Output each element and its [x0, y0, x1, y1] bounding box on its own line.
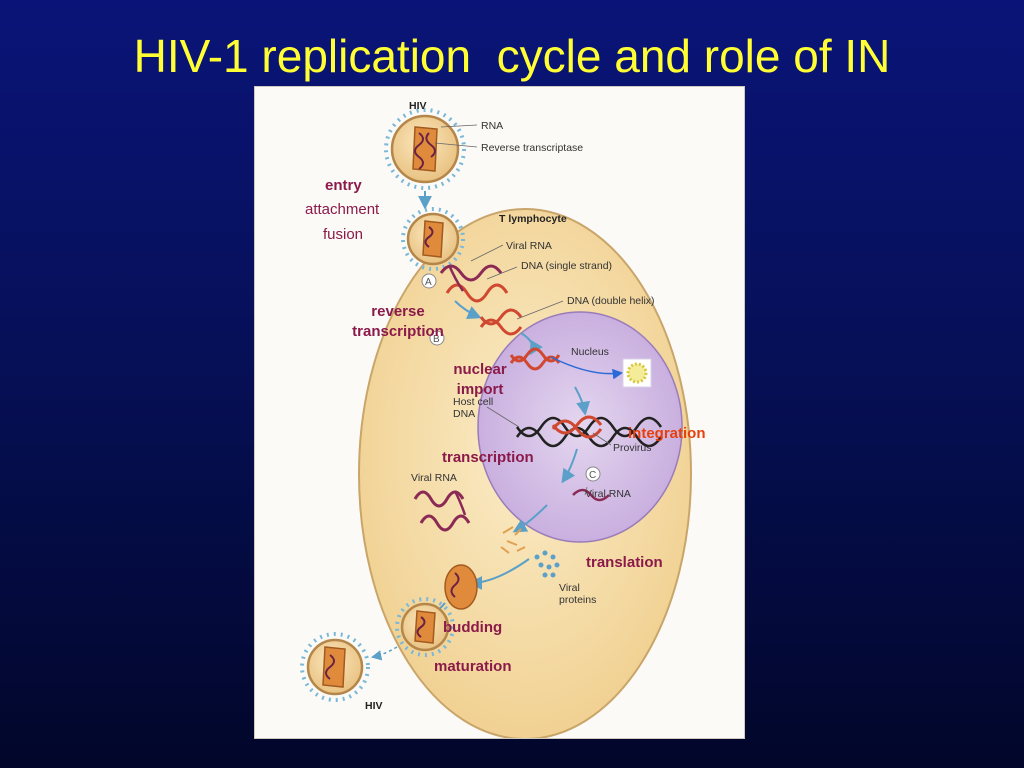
viral-label: Viral [559, 582, 580, 594]
protein-fragments [500, 526, 526, 554]
nucleus-label: Nucleus [571, 346, 609, 358]
annotation-transcription-rt: transcription [352, 323, 444, 340]
host-cell-label: Host cell [453, 396, 493, 408]
dna-double-label: DNA (double helix) [567, 295, 655, 307]
annotation-translation: translation [586, 554, 663, 571]
hiv-bottom-label: HIV [365, 700, 383, 712]
reverse-transcriptase-label: Reverse transcriptase [481, 142, 583, 154]
annotation-entry: entry [325, 177, 362, 194]
integrase-enzyme-icon [622, 358, 652, 388]
hiv-virion-mature [300, 632, 370, 702]
annotation-import: import [456, 381, 504, 398]
hiv-virion-attaching [401, 207, 465, 271]
hiv-virion-top [384, 108, 466, 190]
replication-cycle-diagram: HIV RNA Reverse transcriptase T lymphocy… [300, 100, 692, 738]
dna-label: DNA [453, 408, 475, 420]
viral-rna-label-2: Viral RNA [585, 488, 631, 500]
assembling-virion [444, 564, 478, 610]
rna-label: RNA [481, 120, 503, 132]
proteins-label: proteins [559, 594, 596, 606]
annotation-reverse: reverse [371, 303, 425, 320]
viral-rna-label-3: Viral RNA [411, 472, 457, 484]
annotation-integration: integration [628, 425, 706, 442]
viral-protein-dots [534, 550, 560, 578]
annotation-maturation: maturation [434, 658, 512, 675]
host-dna-provirus-helix [515, 415, 663, 448]
annotation-budding: budding [443, 619, 503, 636]
dna-single-label: DNA (single strand) [521, 260, 612, 272]
step-c-marker: C [589, 470, 596, 481]
hiv-top-label: HIV [409, 100, 427, 112]
annotation-nuclear: nuclear [453, 361, 507, 378]
step-b-marker: B [433, 334, 440, 345]
annotation-transcription: transcription [442, 449, 534, 466]
annotation-fusion: fusion [323, 226, 364, 243]
slide-title: HIV-1 replication cycle and role of IN [133, 30, 891, 82]
figure-panel: HIV RNA Reverse transcriptase T lymphocy… [254, 86, 745, 739]
viral-rna-label-1: Viral RNA [506, 240, 552, 252]
annotation-attachment: attachment [305, 201, 380, 218]
step-a-marker: A [425, 277, 432, 288]
t-lymphocyte-label: T lymphocyte [499, 213, 567, 225]
budding-virion [395, 597, 455, 657]
provirus-label: Provirus [613, 442, 652, 454]
